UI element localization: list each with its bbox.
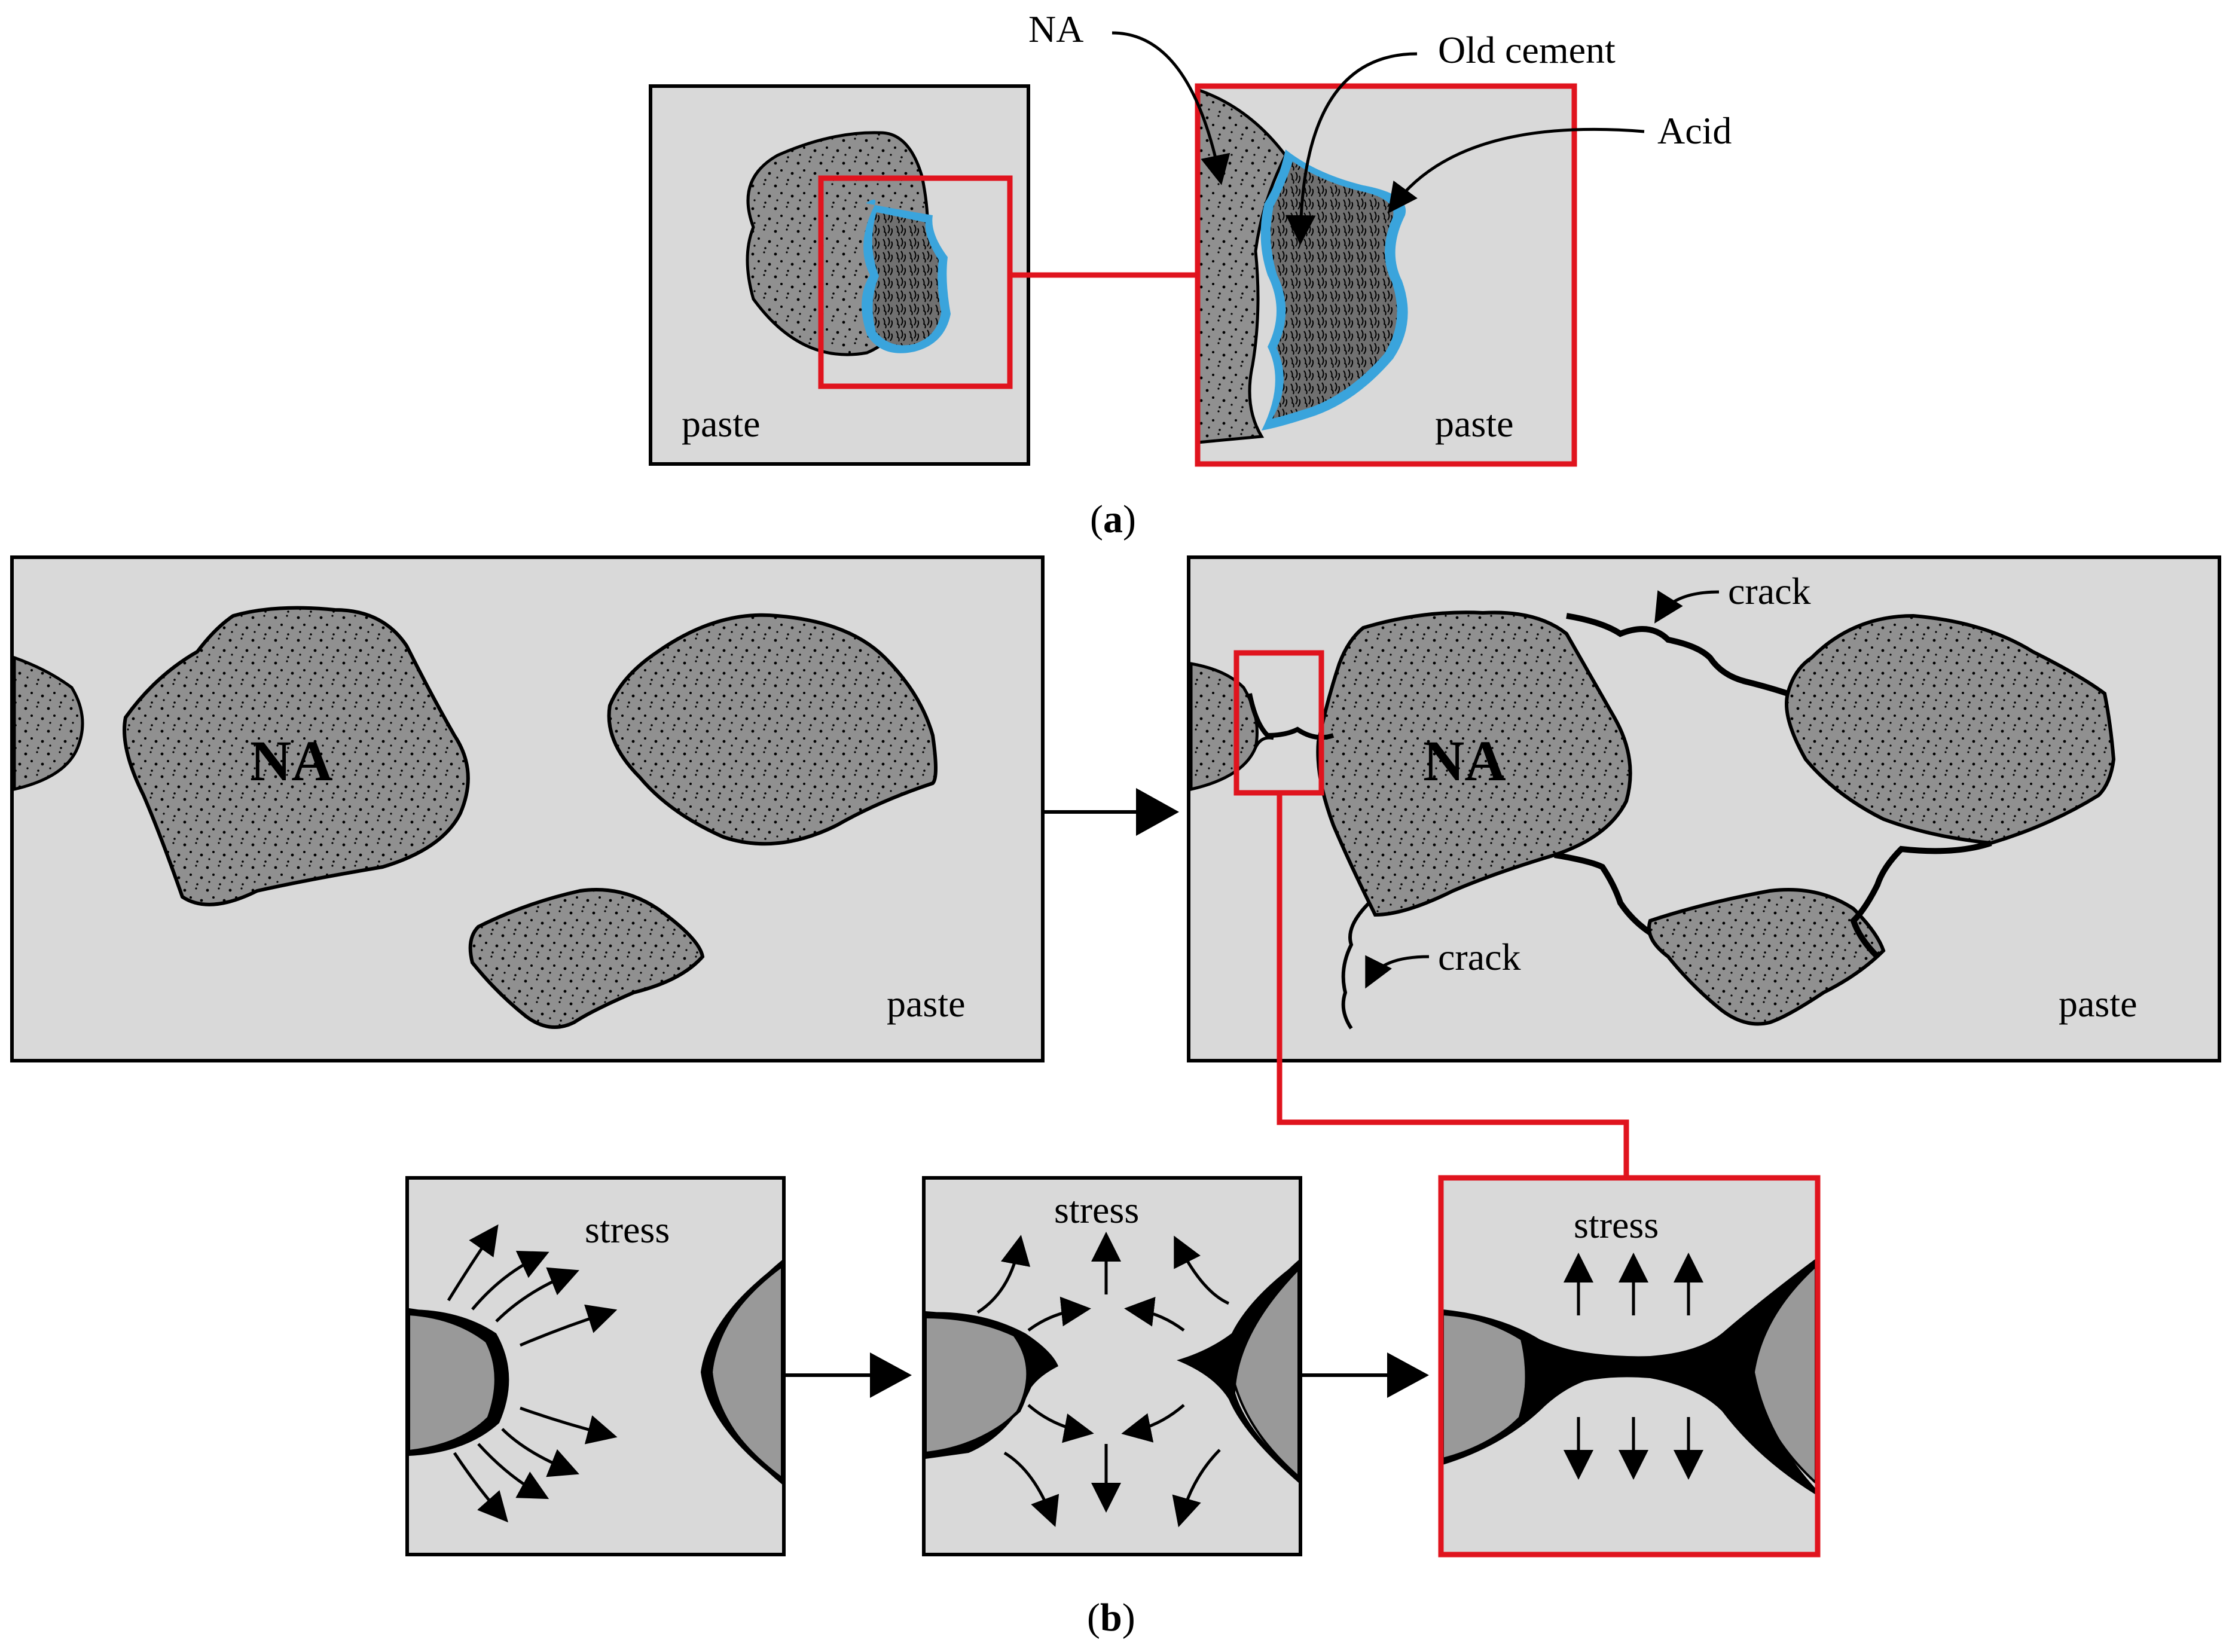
old-cement-arrow [1285,52,1418,245]
stress-label-2: stress [1054,1189,1139,1231]
panel-b-after: crack crack NA paste [1187,555,2221,1178]
panel-a-left-paste-label: paste [682,402,761,445]
stage2-arrow-10 [1172,1449,1221,1528]
caption-b: (b) [1087,1596,1135,1639]
stage2-arrow-9 [1003,1451,1059,1528]
crack-left-join [1247,693,1335,740]
stage3-stress-arrows [1564,1253,1703,1480]
crack-left-bottom [1341,901,1371,1030]
crack-label-bottom: crack [1438,936,1521,978]
stage-arrow-1-head [870,1352,912,1398]
stage2-left-film [926,1312,1058,1459]
stage1-arrow-1 [447,1224,499,1302]
na-arrow [1112,31,1230,185]
stage1-arrow-3 [495,1267,579,1323]
crack-left-join-2 [1254,736,1274,749]
stage2-arrow-3 [1174,1235,1230,1305]
panel-a-zoom-box [818,175,1013,389]
before-after-arrow-head [1136,788,1179,836]
label-acid: Acid [1657,109,1732,152]
stress-stage-2: stress [922,1176,1302,1556]
stage1-arrow-4 [520,1304,618,1347]
stress-label-1: stress [585,1208,670,1251]
crack-label-top: crack [1728,570,1811,612]
stage1-arrow-6 [501,1428,579,1477]
paste-label-before: paste [887,982,966,1025]
stage1-arrow-5 [520,1406,618,1445]
crack-middle [1554,852,1652,936]
label-na: NA [1028,8,1083,50]
stage2-stress-arrows [976,1232,1230,1528]
na-label-before: NA [250,729,333,793]
stage2-arrow-5 [1124,1297,1185,1332]
panel-b-before: NA paste [10,555,1045,1062]
stage1-arrow-7 [477,1443,549,1500]
panel-a: paste paste NA Old cement Acid (a) [649,8,1732,541]
stress-stage-3: stress [1438,1175,1821,1558]
stage2-arrow-7 [1121,1404,1185,1443]
stage1-stress-arrows [447,1224,618,1523]
crack-zoom-connector [1277,793,1629,1178]
stage2-arrow-6 [1027,1404,1094,1443]
stage2-arrow-1 [976,1235,1031,1314]
stage2-arrow-4 [1027,1296,1091,1332]
crack-top [1566,613,1789,697]
crack-right [1850,840,1992,959]
stage2-right-film [1177,1262,1299,1483]
crack-arrow-top [1654,590,1720,624]
stage1-arrow-8 [453,1452,508,1523]
label-old-cement: Old cement [1438,29,1616,71]
paste-label-after: paste [2059,982,2138,1025]
caption-a: (a) [1090,497,1136,541]
na-label-after: NA [1423,729,1506,793]
acid-arrow [1388,127,1645,214]
stage3-bridge-film [1443,1259,1816,1495]
panel-a-right-paste-label: paste [1435,402,1514,445]
stage1-arrow-2 [471,1250,549,1311]
stress-label-3: stress [1574,1204,1659,1246]
panel-a-right-zoom-frame [1195,83,1577,467]
crack-arrow-bottom [1365,955,1430,989]
stage-arrow-2-head [1387,1352,1429,1398]
stress-box-3-frame [1438,1175,1821,1558]
stress-stage-1: stress [405,1176,786,1556]
